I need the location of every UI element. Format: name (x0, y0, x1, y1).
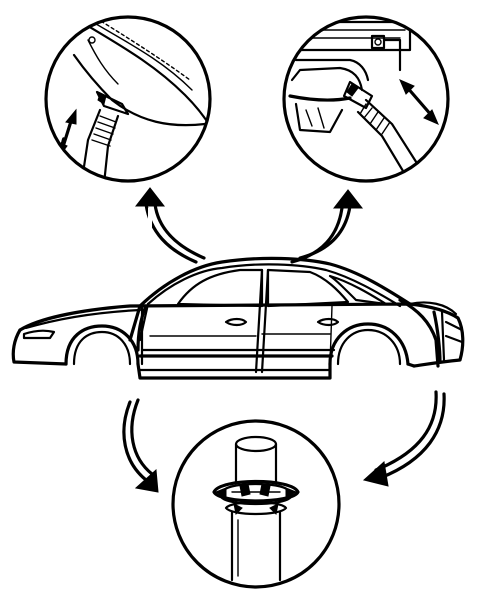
detail-bottom-frame (171, 419, 341, 589)
detail-top-left-frame (44, 15, 212, 183)
drain-hose-grommet-outlet-icon (212, 435, 300, 582)
arrow-to-bottom-from-rear (362, 390, 446, 487)
detail-top-left (44, 15, 212, 183)
arrow-to-bottom-from-front (122, 398, 159, 493)
arrow-to-top-left (134, 187, 206, 264)
sedan-body-icon (11, 256, 465, 380)
detail-top-right-frame (282, 15, 450, 183)
main-car-view (11, 256, 465, 380)
detail-top-right (282, 15, 450, 183)
rear-drain-hose-connection-icon (288, 20, 439, 178)
detail-bottom (171, 419, 341, 589)
callout-arrows (122, 187, 446, 493)
arrow-to-top-right (290, 189, 364, 264)
front-drain-hose-connection-icon (56, 17, 210, 181)
